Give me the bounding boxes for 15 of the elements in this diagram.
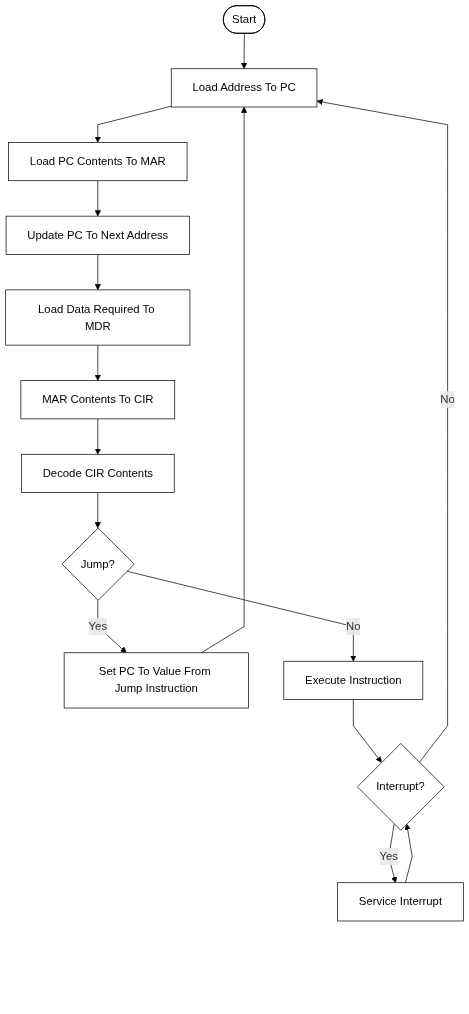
node-box: Update PC To Next Address [5,215,190,255]
node-diamond: Interrupt? [357,743,445,831]
edge-label: Yes [88,620,108,633]
node-diamond: Jump? [61,527,135,601]
edge-label: No [346,620,361,633]
edge-label: No [440,393,455,406]
node-box: Decode CIR Contents [21,453,175,493]
node-box: Execute Instruction [283,660,424,700]
node-box: Load Address To PC [170,68,318,108]
node-box: Load PC Contents To MAR [8,142,188,182]
node-box: Set PC To Value From Jump Instruction [63,652,249,709]
edge-label: Yes [379,850,399,863]
node-box: Service Interrupt [337,882,464,922]
node-box: MAR Contents To CIR [20,380,176,420]
node-box: Load Data Required To MDR [5,289,191,346]
